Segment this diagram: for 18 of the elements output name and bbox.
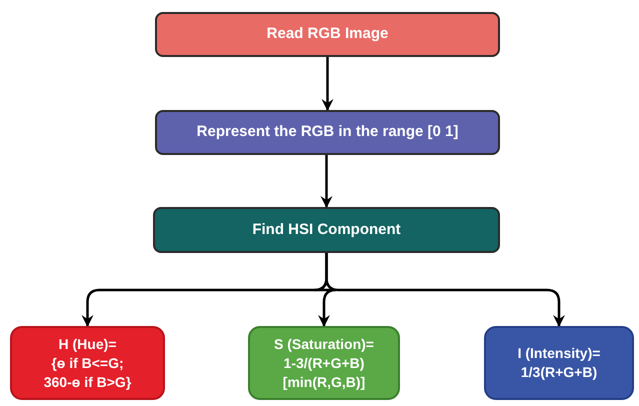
- process-box: [155, 12, 500, 57]
- formula-heading: H (Hue)=: [58, 334, 116, 354]
- formula-heading: I (Intensity)=: [518, 344, 600, 363]
- arrow: [322, 57, 334, 111]
- formula-text: 1/3(R+G+B): [520, 363, 598, 382]
- formula-box: [10, 326, 165, 400]
- arrow: [320, 155, 332, 208]
- formula-box: [484, 326, 634, 400]
- step-label: Represent the RGB in the range [0 1]: [196, 122, 458, 142]
- step-label: Read RGB Image: [266, 24, 388, 44]
- arrow: [325, 253, 565, 327]
- process-box: [153, 207, 500, 253]
- formula-heading: S (Saturation)=: [274, 334, 374, 354]
- formula-text: {ɵ if B<=G; 360-ɵ if B>G}: [42, 354, 132, 392]
- formula-text: 1-3/(R+G+B) [min(R,G,B)]: [282, 354, 366, 392]
- formula-box: [248, 326, 400, 400]
- step-label: Find HSI Component: [252, 220, 401, 240]
- process-box: [155, 110, 500, 155]
